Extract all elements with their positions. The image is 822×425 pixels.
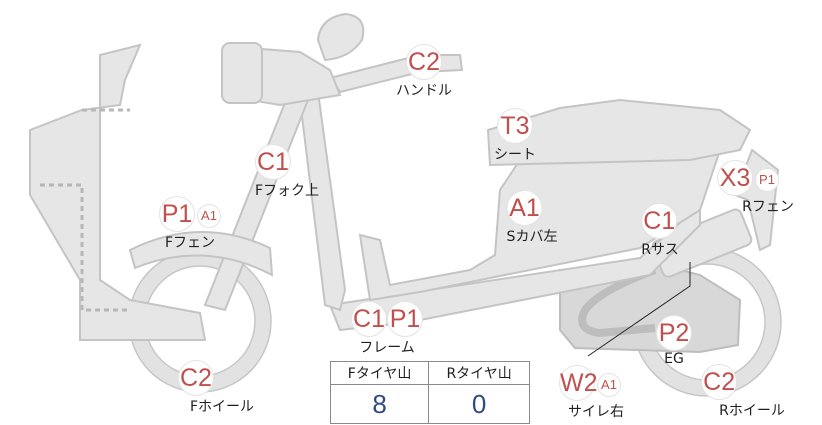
front-tire-value[interactable]: 8 (329, 384, 430, 424)
part-label: Fフェン (164, 235, 216, 251)
part-label: Fホイール (189, 399, 255, 415)
code-badge: C1 (641, 203, 678, 239)
exhaust-pipe (578, 266, 657, 338)
seat-shape (486, 98, 752, 167)
part-label: Sカバ左 (506, 229, 558, 245)
part-label: シート (494, 147, 536, 163)
rear-tire-header: Rタイヤ山 (428, 361, 530, 385)
body-seam-line (40, 183, 130, 312)
part-label: Rサス (641, 242, 679, 258)
part-label: Rホイール (719, 403, 785, 419)
floor-frame (328, 202, 701, 332)
marker-front-fender[interactable]: P1 A1 Fフェン (159, 196, 221, 252)
leg-shield (29, 43, 207, 341)
code-badge: A1 (506, 190, 543, 226)
part-label: Rフェン (742, 199, 794, 215)
code-badge: C2 (177, 360, 214, 396)
code-badge: P1 (159, 196, 195, 232)
code-badge-small: P1 (754, 168, 779, 192)
marker-muffler-right[interactable]: W2 A1 サイレ右 (556, 365, 624, 421)
frame-tube (299, 88, 347, 312)
code-badge: C2 (406, 44, 442, 80)
code-badge: P1 (387, 301, 423, 337)
marker-engine[interactable]: P2 EG (656, 315, 692, 367)
marker-side-cover-left[interactable]: A1 Sカバ左 (506, 190, 558, 246)
marker-rear-wheel[interactable]: C2 Rホイール (701, 364, 785, 420)
code-badge: C1 (351, 301, 387, 337)
marker-handle[interactable]: C2 ハンドル (396, 44, 452, 100)
marker-rear-fender[interactable]: X3 P1 Rフェン (702, 160, 794, 216)
rear-tire-value[interactable]: 0 (428, 384, 530, 424)
part-label: フレーム (359, 340, 415, 356)
front-tire-header: Fタイヤ山 (329, 361, 430, 385)
code-badge: T3 (497, 108, 533, 144)
front-fender-shape (128, 231, 274, 277)
marker-seat[interactable]: T3 シート (494, 108, 536, 164)
part-label: EG (664, 351, 684, 367)
marker-frame[interactable]: C1 P1 フレーム (351, 301, 423, 357)
marker-rear-suspension[interactable]: C1 Rサス (641, 203, 679, 259)
code-badge: C1 (254, 144, 291, 180)
marker-front-fork-upper[interactable]: C1 Fフォク上 (254, 144, 320, 200)
code-badge: X3 (716, 160, 753, 196)
code-badge-small: A1 (197, 204, 221, 228)
part-label: ハンドル (396, 83, 452, 99)
code-badge: P2 (656, 315, 692, 351)
marker-front-wheel[interactable]: C2 Fホイール (177, 360, 255, 416)
part-label: サイレ右 (568, 404, 624, 420)
code-badge: C2 (701, 364, 738, 400)
leader-line (587, 262, 691, 357)
tire-tread-table: Fタイヤ山 Rタイヤ山 8 0 (329, 361, 530, 424)
headlight (221, 42, 263, 104)
part-label: Fフォク上 (254, 183, 320, 199)
code-badge-small: A1 (597, 373, 621, 397)
code-badge: W2 (559, 365, 598, 401)
mirror (316, 12, 365, 62)
